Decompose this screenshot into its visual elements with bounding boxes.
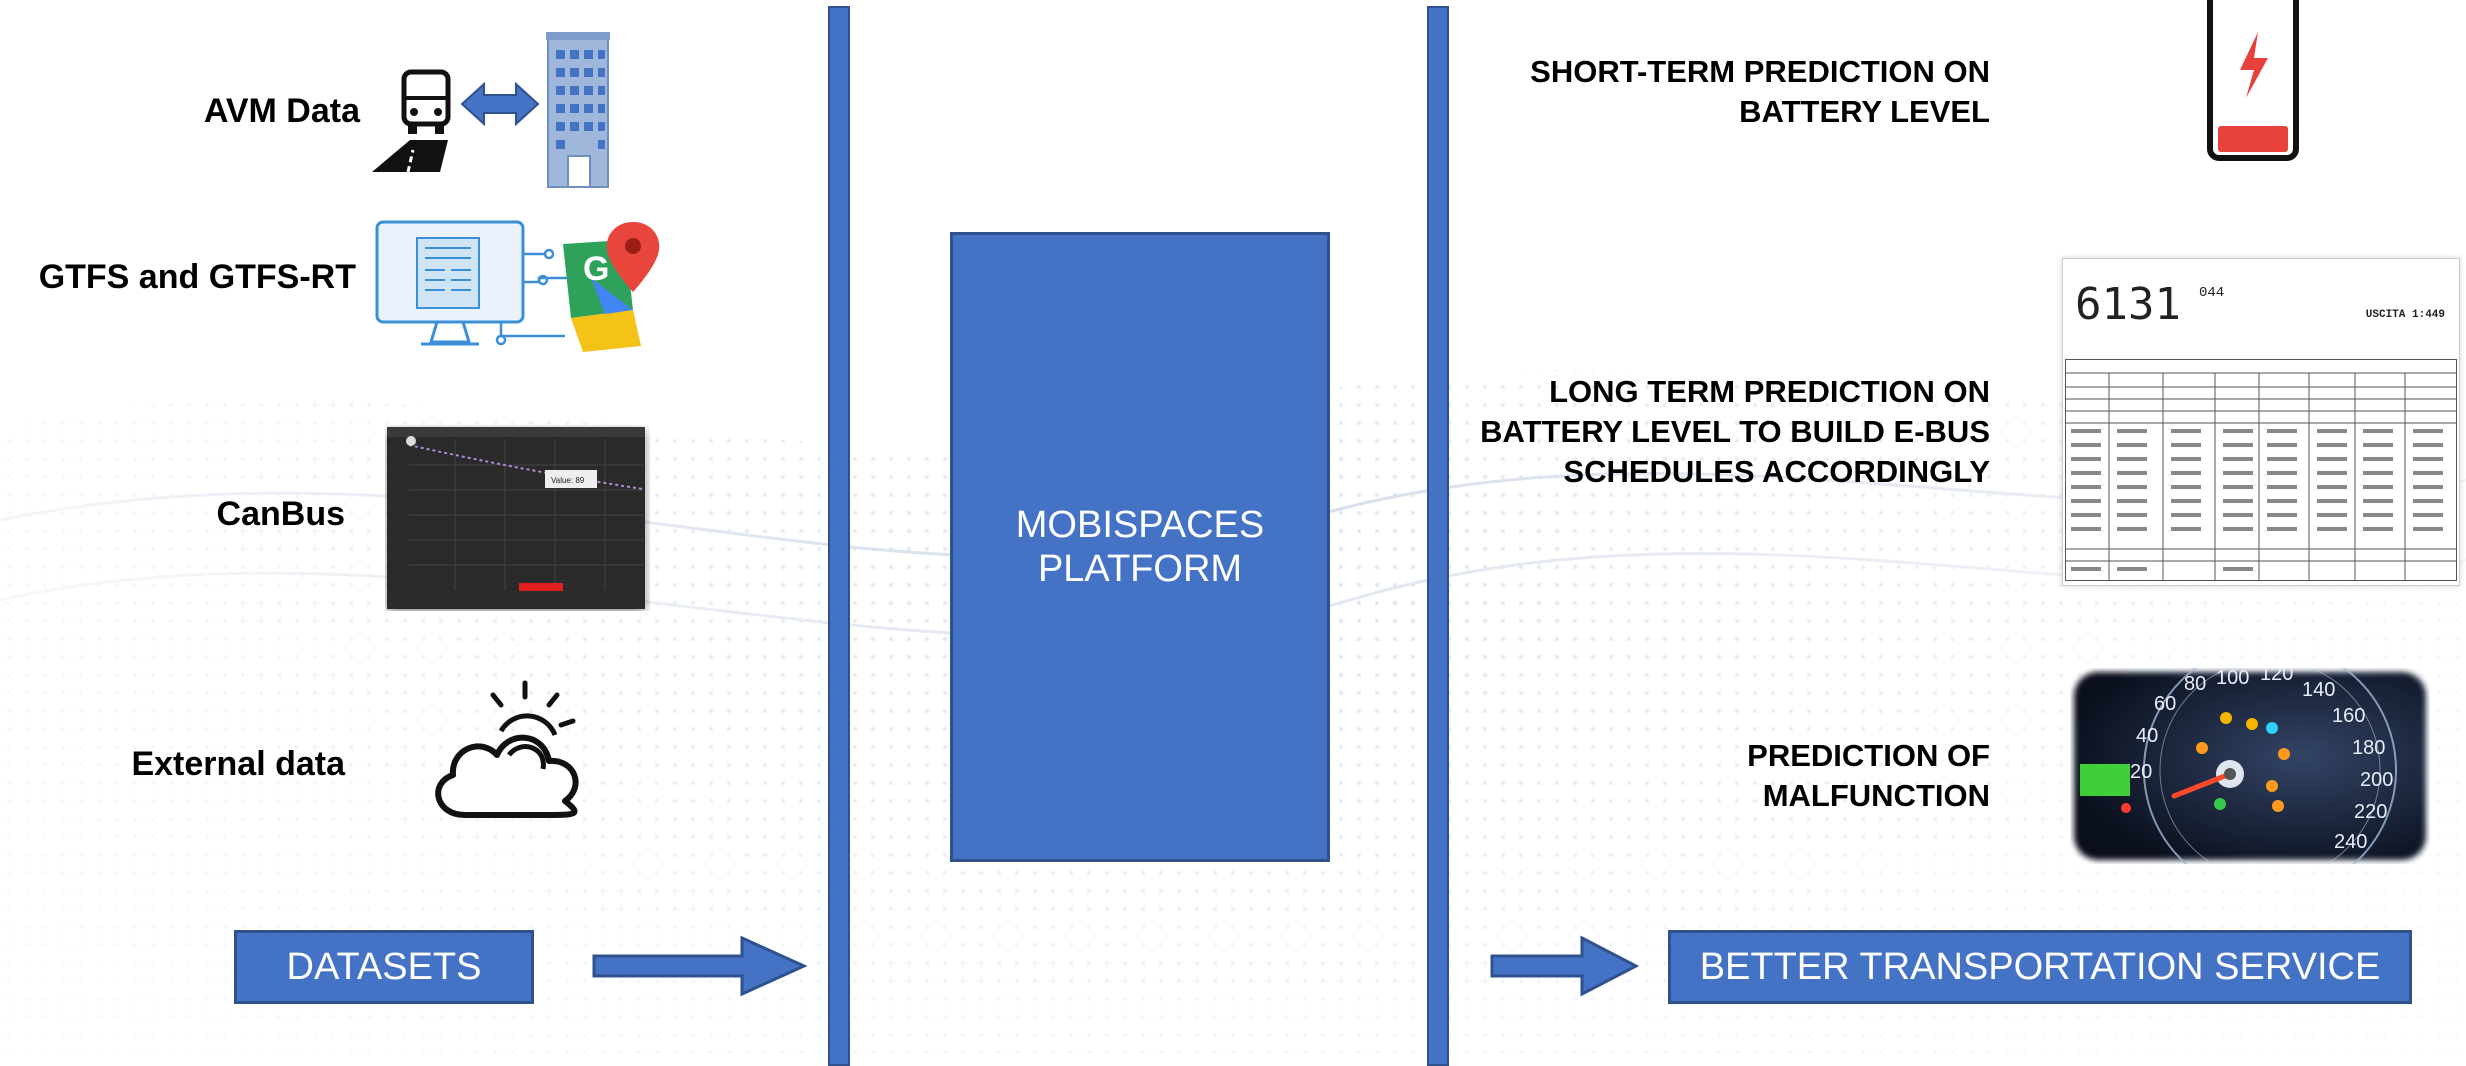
weather-cloud-sun-icon	[435, 680, 579, 818]
left-divider	[828, 6, 850, 1066]
schedule-line: 044	[2199, 285, 2225, 301]
malfunction-prediction-label: PREDICTION OF MALFUNCTION	[1747, 738, 1990, 813]
gtfs-monitor-map-icon: G	[375, 220, 660, 352]
schedule-grid	[2065, 359, 2457, 581]
better-service-box: BETTER TRANSPORTATION SERVICE	[1668, 930, 2412, 1004]
speed-tick-80: 80	[2184, 673, 2206, 695]
canbus-tooltip-label: Value: 89	[551, 476, 585, 485]
platform-label: MOBISPACES PLATFORM	[1015, 504, 1265, 590]
speedometer-dashboard-image: 20 40 60 80 100 120 140 160 180 200 220 …	[2074, 668, 2426, 864]
speed-tick-160: 160	[2332, 705, 2365, 727]
short-term-prediction-label: SHORT-TERM PREDICTION ON BATTERY LEVEL	[1530, 54, 1990, 129]
speed-tick-100: 100	[2216, 668, 2249, 689]
avm-data-label: AVM Data	[203, 92, 360, 130]
long-term-prediction-label: LONG TERM PREDICTION ON BATTERY LEVEL TO…	[1480, 374, 1990, 489]
service-arrow-icon	[1490, 935, 1640, 997]
schedule-number: 6131	[2075, 279, 2181, 330]
datasets-label: DATASETS	[286, 945, 482, 988]
speed-tick-60: 60	[2154, 693, 2176, 715]
service-label: BETTER TRANSPORTATION SERVICE	[1699, 945, 2381, 988]
speed-tick-200: 200	[2360, 769, 2393, 791]
speed-tick-20: 20	[2130, 761, 2152, 783]
speed-tick-240: 240	[2334, 831, 2367, 853]
datasets-arrow-icon	[592, 935, 808, 997]
speed-tick-140: 140	[2302, 679, 2335, 701]
speed-tick-180: 180	[2352, 737, 2385, 759]
schedule-table-image: 6131 044 USCITA 1:449	[2062, 258, 2460, 586]
schedule-exit: USCITA 1:449	[2365, 309, 2445, 321]
mobispaces-platform-box: MOBISPACES PLATFORM	[950, 232, 1330, 862]
svg-text:G: G	[583, 250, 609, 288]
avm-bus-building-icon	[372, 32, 610, 188]
gtfs-label: GTFS and GTFS-RT	[38, 258, 356, 296]
external-data-label: External data	[131, 745, 345, 783]
canbus-chart: Value: 89	[387, 427, 645, 609]
speed-tick-220: 220	[2354, 801, 2387, 823]
battery-low-icon	[2207, 0, 2299, 161]
canbus-label: CanBus	[216, 495, 345, 533]
right-divider	[1427, 6, 1449, 1066]
speed-tick-40: 40	[2136, 725, 2158, 747]
datasets-box: DATASETS	[234, 930, 534, 1004]
speed-tick-120: 120	[2260, 668, 2293, 685]
